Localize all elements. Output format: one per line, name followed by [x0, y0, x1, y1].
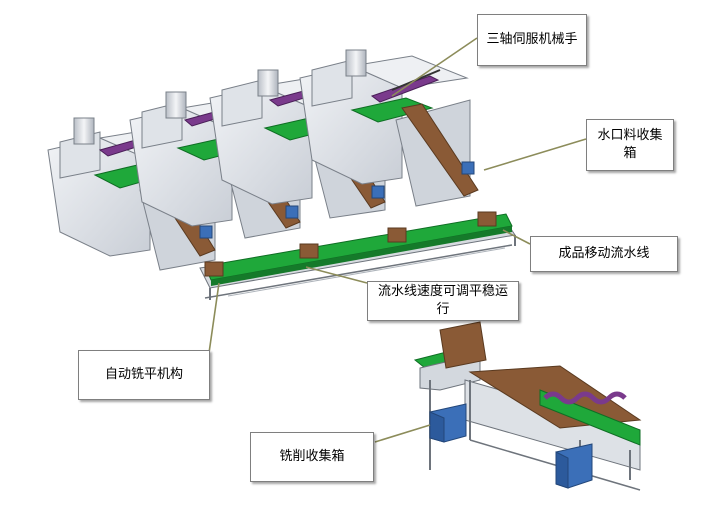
leader-conveyor-speed [305, 266, 368, 284]
leader-chip-bin [374, 424, 431, 443]
label-robot-arm: 三轴伺服机械手 [477, 14, 587, 66]
chip-bin-left [429, 403, 467, 443]
label-product-conveyor: 成品移动流水线 [530, 236, 678, 272]
leader-product-conveyor [502, 229, 531, 245]
leader-robot-arm [391, 37, 478, 97]
chip-bin-right [555, 443, 593, 489]
label-conveyor-speed: 流水线速度可调平稳运行 [367, 281, 519, 321]
label-water-gate-bin: 水口料收集箱 [586, 119, 674, 171]
label-auto-milling: 自动铣平机构 [78, 350, 210, 400]
detail-inset [412, 321, 642, 491]
milling-stations [204, 211, 497, 277]
leader-water-gate-bin [483, 138, 587, 171]
leader-auto-milling [207, 282, 220, 361]
leader-lines [207, 37, 587, 443]
machine-unit-4 [299, 49, 479, 207]
label-chip-bin: 铣削收集箱 [250, 432, 374, 482]
